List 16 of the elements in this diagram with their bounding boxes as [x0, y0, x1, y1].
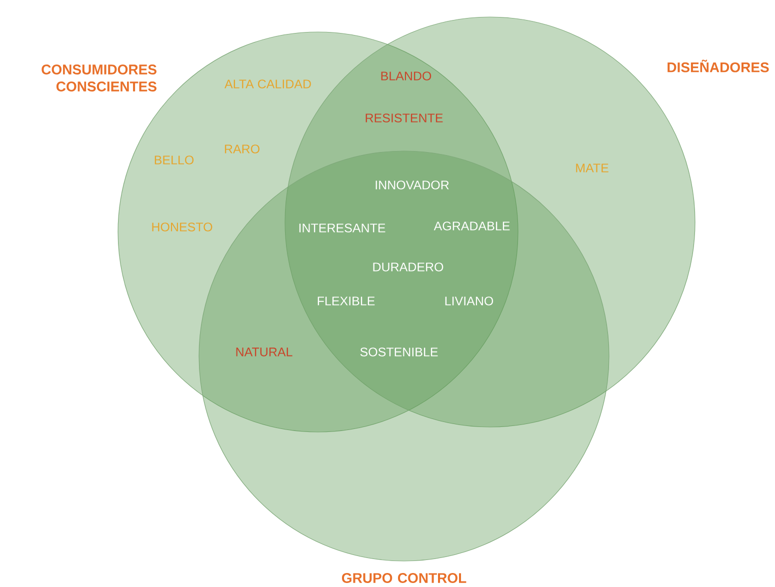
region-label: NATURAL — [236, 348, 292, 356]
region-label: RARO — [224, 144, 260, 154]
region-label: ALTA CALIDAD — [224, 80, 311, 88]
region-label: BELLO — [154, 156, 194, 164]
region-label: MATE — [576, 164, 608, 172]
region-label: RESISTENTE — [366, 114, 443, 122]
region-label: BLANDO — [381, 72, 432, 80]
region-label: HONESTO — [152, 222, 212, 232]
region-label: FLEXIBLE — [318, 296, 375, 306]
region-label: DURADERO — [373, 262, 444, 272]
region-label: AGRADABLE — [434, 222, 510, 230]
region-label: INNOVADOR — [376, 180, 449, 190]
region-label: SOSTENIBLE — [360, 348, 438, 356]
node-label: GRUPO CONTROL — [342, 573, 466, 583]
region-label: LIVIANO — [445, 296, 494, 306]
region-label: INTERESANTE — [299, 224, 386, 232]
